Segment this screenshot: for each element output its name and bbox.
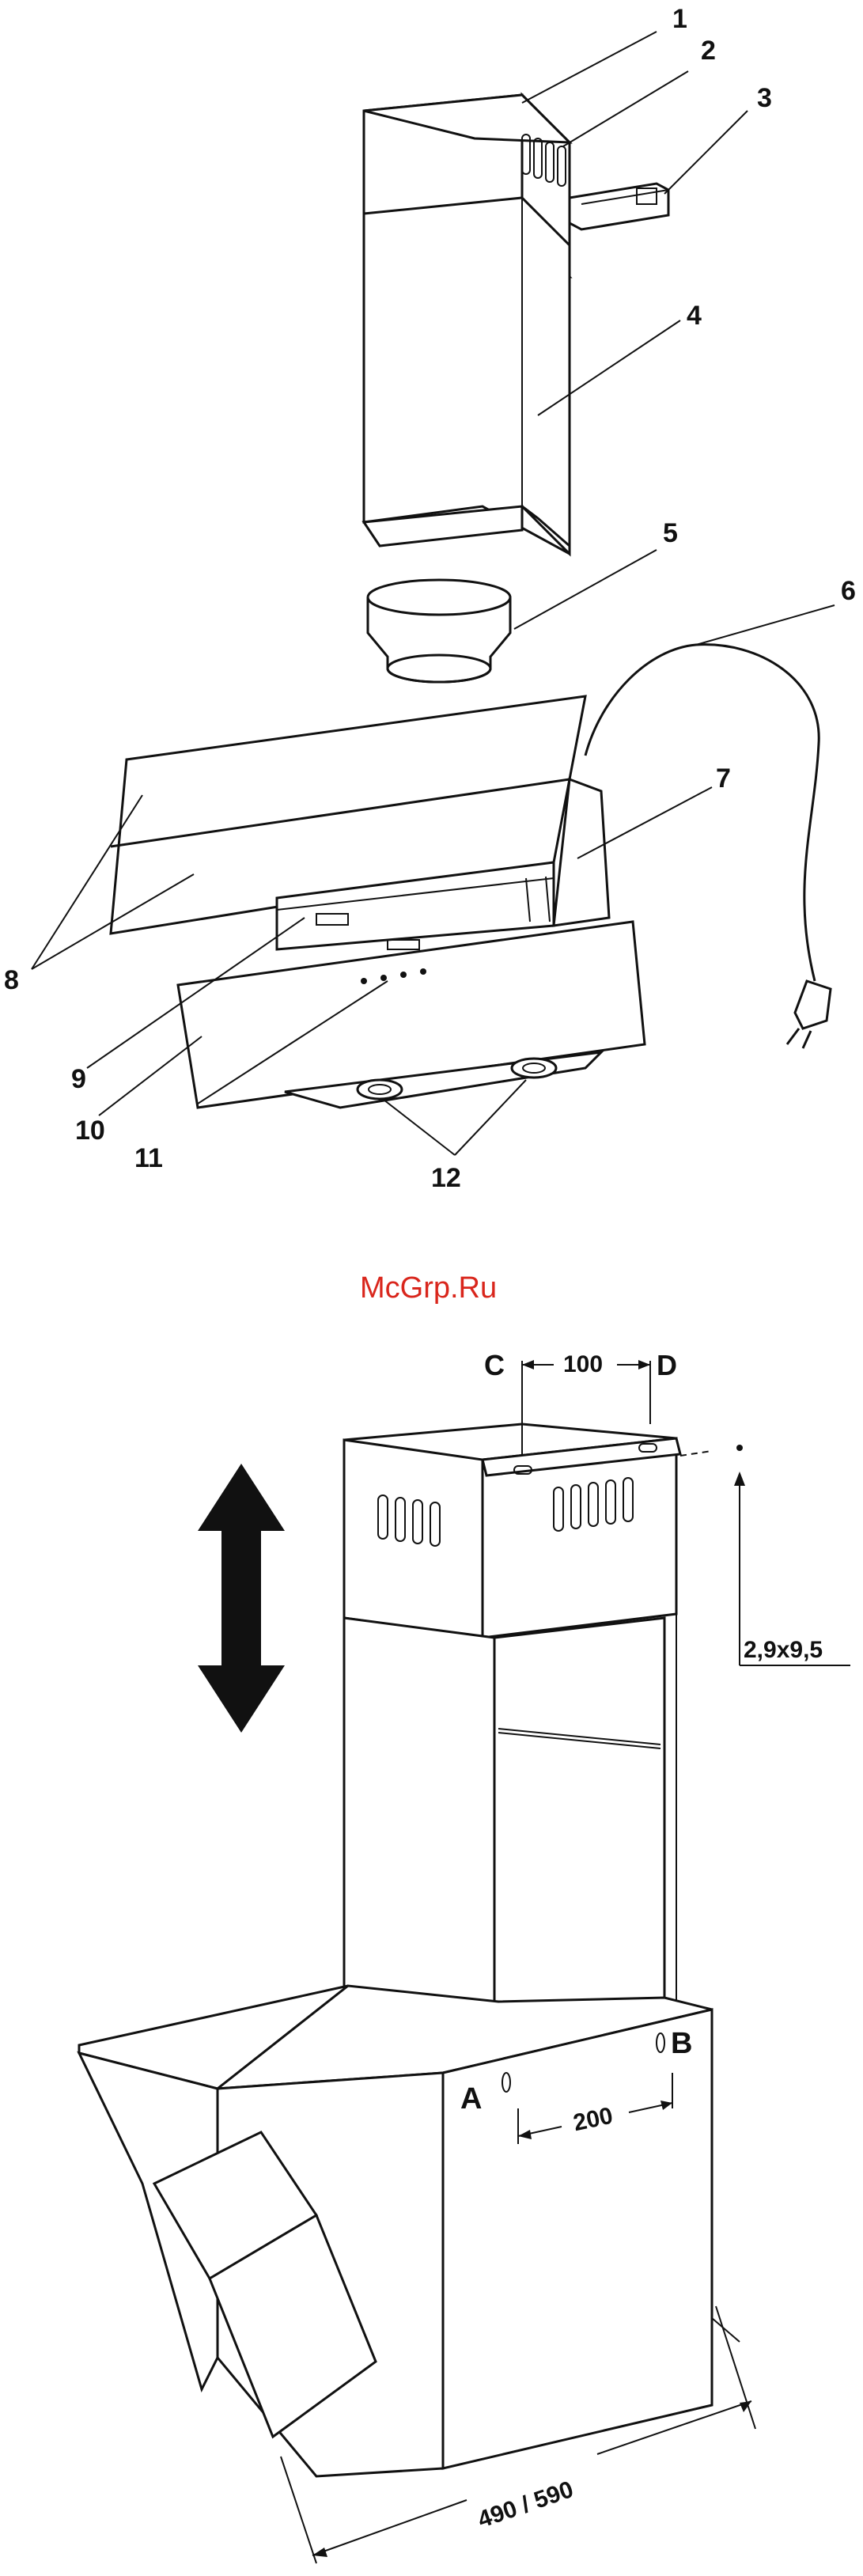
- telescopic-chimney: [344, 1424, 680, 2065]
- dimension-490-590: 490 / 590: [475, 2476, 577, 2533]
- label-2: 2: [701, 36, 716, 66]
- label-8: 8: [4, 965, 19, 995]
- label-b: B: [671, 2027, 692, 2060]
- air-outlet-adapter: [368, 580, 510, 682]
- dimension-screw: 2,9x9,5: [680, 1445, 850, 1665]
- label-6: 6: [841, 576, 856, 606]
- up-down-arrow-icon: [198, 1464, 285, 1733]
- watermark: McGrp.Ru: [360, 1271, 497, 1305]
- label-1: 1: [672, 4, 687, 34]
- dimension-100: 100: [563, 1351, 603, 1377]
- label-3: 3: [757, 83, 772, 113]
- label-11: 11: [134, 1143, 163, 1173]
- label-4: 4: [687, 301, 702, 331]
- wall-bracket: [570, 184, 668, 229]
- dimension-screw-size: 2,9x9,5: [744, 1637, 823, 1663]
- exploded-view: 1 2 3 4 5 6 7 8 9 10 11 12: [4, 4, 856, 1193]
- label-7: 7: [716, 763, 731, 794]
- hood-body-installed: [79, 1986, 740, 2476]
- label-c: C: [484, 1349, 505, 1381]
- label-9: 9: [71, 1064, 86, 1094]
- label-12: 12: [431, 1163, 461, 1193]
- chimney-cover: [364, 95, 570, 554]
- label-5: 5: [663, 518, 678, 548]
- dimension-cd: C 100 D: [484, 1349, 677, 1424]
- label-d: D: [657, 1349, 677, 1381]
- installation-view: C 100 D 2,9x9,5 A B 200: [79, 1349, 850, 2563]
- label-a: A: [460, 2082, 482, 2116]
- label-10: 10: [75, 1116, 105, 1146]
